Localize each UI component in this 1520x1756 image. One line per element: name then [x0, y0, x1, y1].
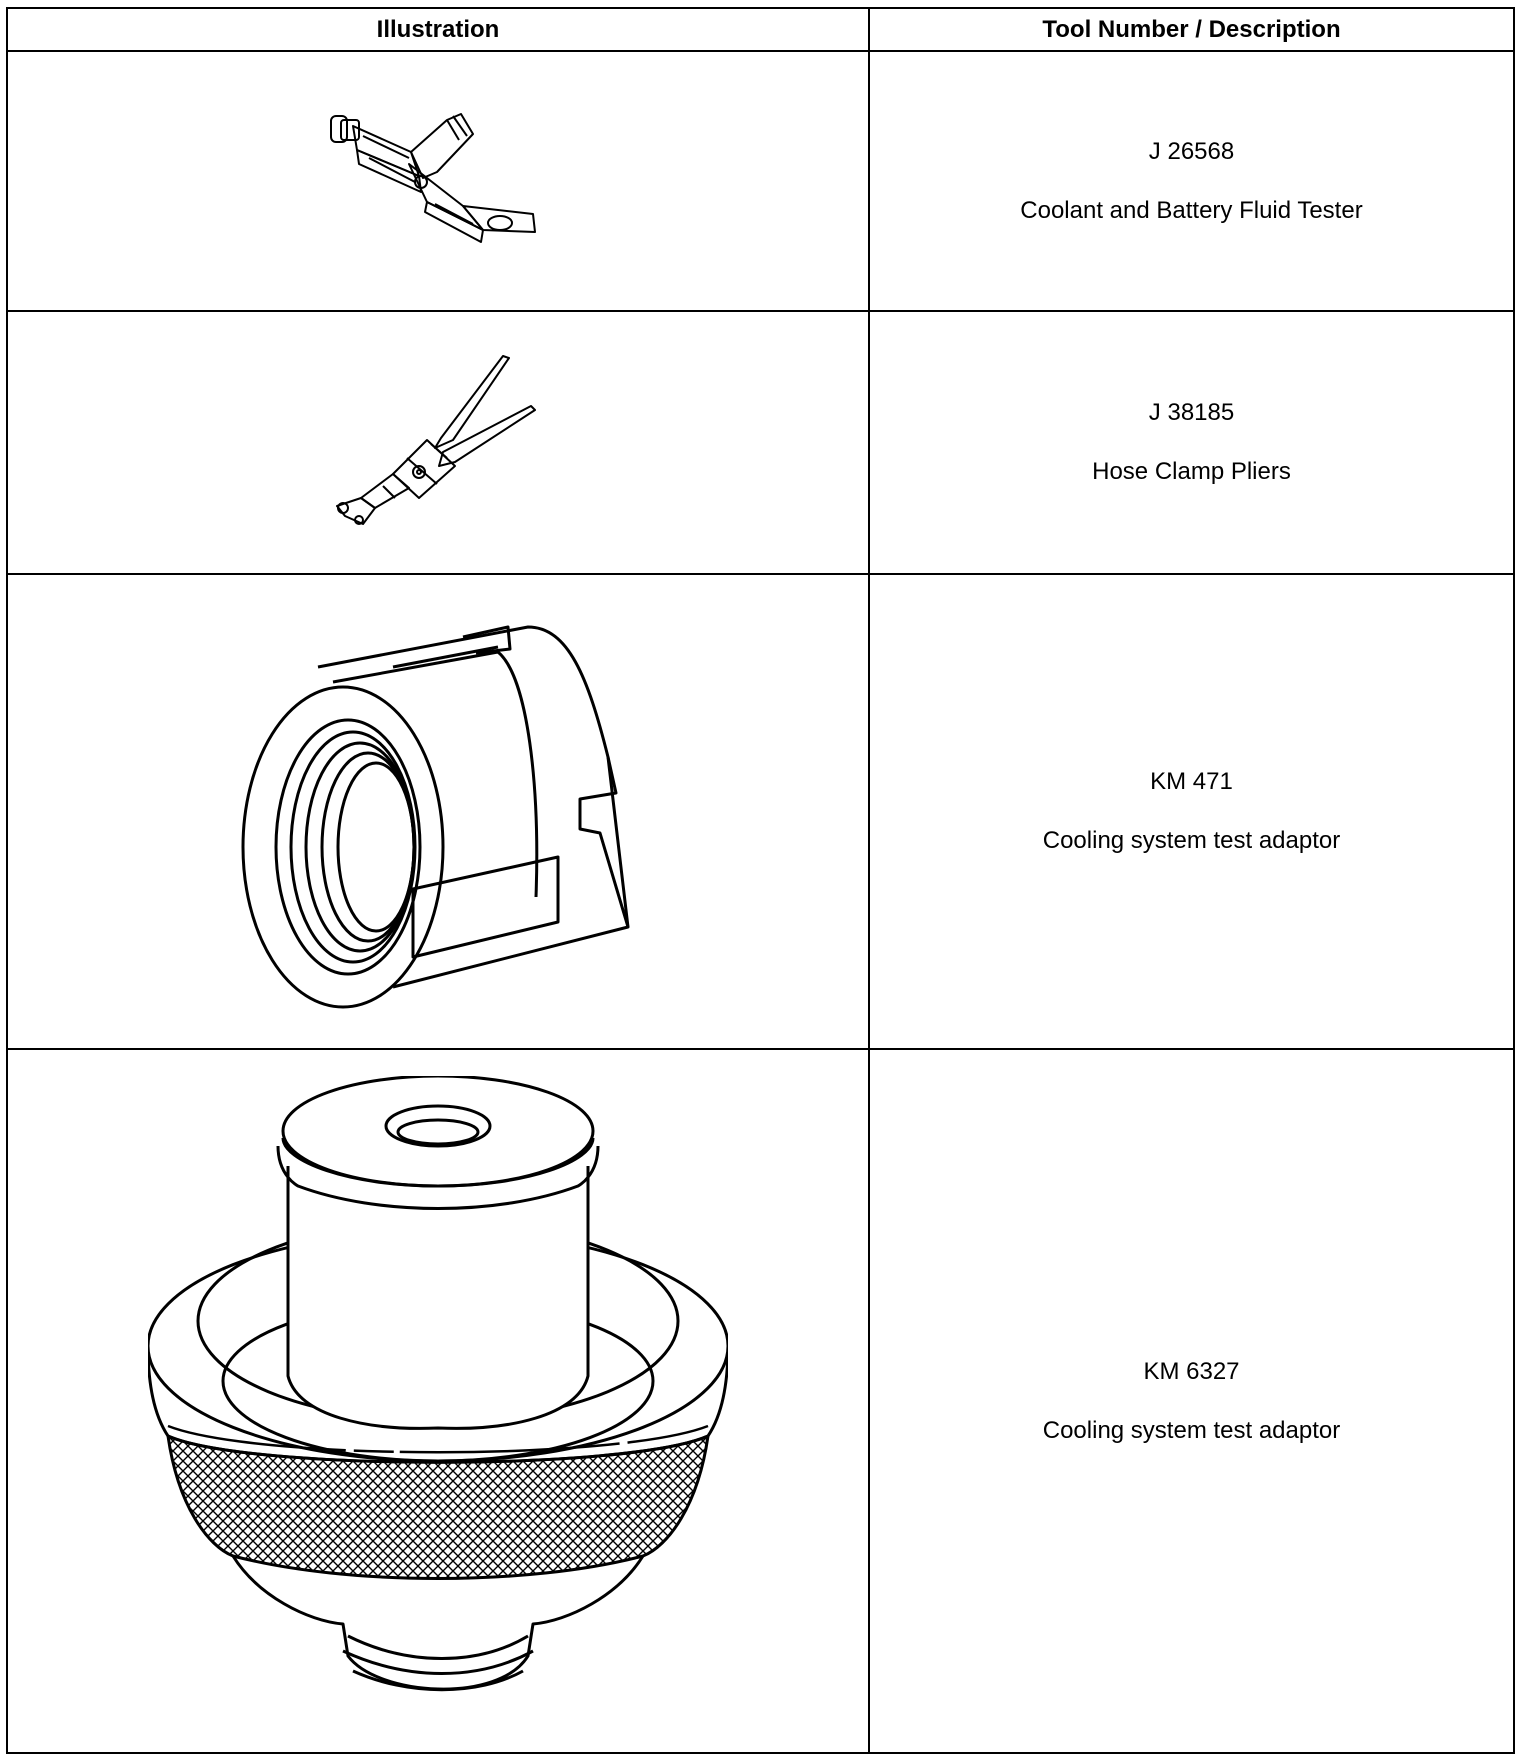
special-tools-table: Illustration Tool Number / Description — [6, 7, 1515, 1754]
hose-clamp-pliers-icon — [323, 348, 553, 538]
threaded-adaptor-icon — [228, 597, 648, 1027]
tool-number-header: Tool Number / Description — [868, 7, 1515, 52]
illustration-cell — [6, 1048, 870, 1754]
table-row: KM 471 Cooling system test adaptor — [6, 573, 1515, 1050]
tool-description-cell: J 38185 Hose Clamp Pliers — [868, 310, 1515, 575]
illustration-header: Illustration — [6, 7, 870, 52]
tool-description-cell: J 26568 Coolant and Battery Fluid Tester — [868, 50, 1515, 312]
tool-description-cell: KM 6327 Cooling system test adaptor — [868, 1048, 1515, 1754]
tool-number: KM 6327 — [1143, 1357, 1240, 1385]
tool-description: Coolant and Battery Fluid Tester — [1020, 196, 1363, 224]
table-row: J 26568 Coolant and Battery Fluid Tester — [6, 50, 1515, 312]
tool-number: J 26568 — [1148, 137, 1235, 165]
illustration-cell — [6, 573, 870, 1050]
illustration-cell — [6, 310, 870, 575]
knurled-adaptor-icon — [148, 1076, 728, 1726]
illustration-cell — [6, 50, 870, 312]
tool-description: Hose Clamp Pliers — [1092, 458, 1291, 485]
table-row: KM 6327 Cooling system test adaptor — [6, 1048, 1515, 1754]
coolant-tester-icon — [323, 106, 553, 256]
tool-description: Cooling system test adaptor — [1042, 1416, 1341, 1444]
tool-description-cell: KM 471 Cooling system test adaptor — [868, 573, 1515, 1050]
tool-description: Cooling system test adaptor — [1042, 827, 1341, 854]
tool-number: KM 471 — [1150, 768, 1233, 795]
tool-number: J 38185 — [1148, 399, 1235, 426]
table-row: J 38185 Hose Clamp Pliers — [6, 310, 1515, 575]
header-row: Illustration Tool Number / Description — [6, 7, 1515, 52]
